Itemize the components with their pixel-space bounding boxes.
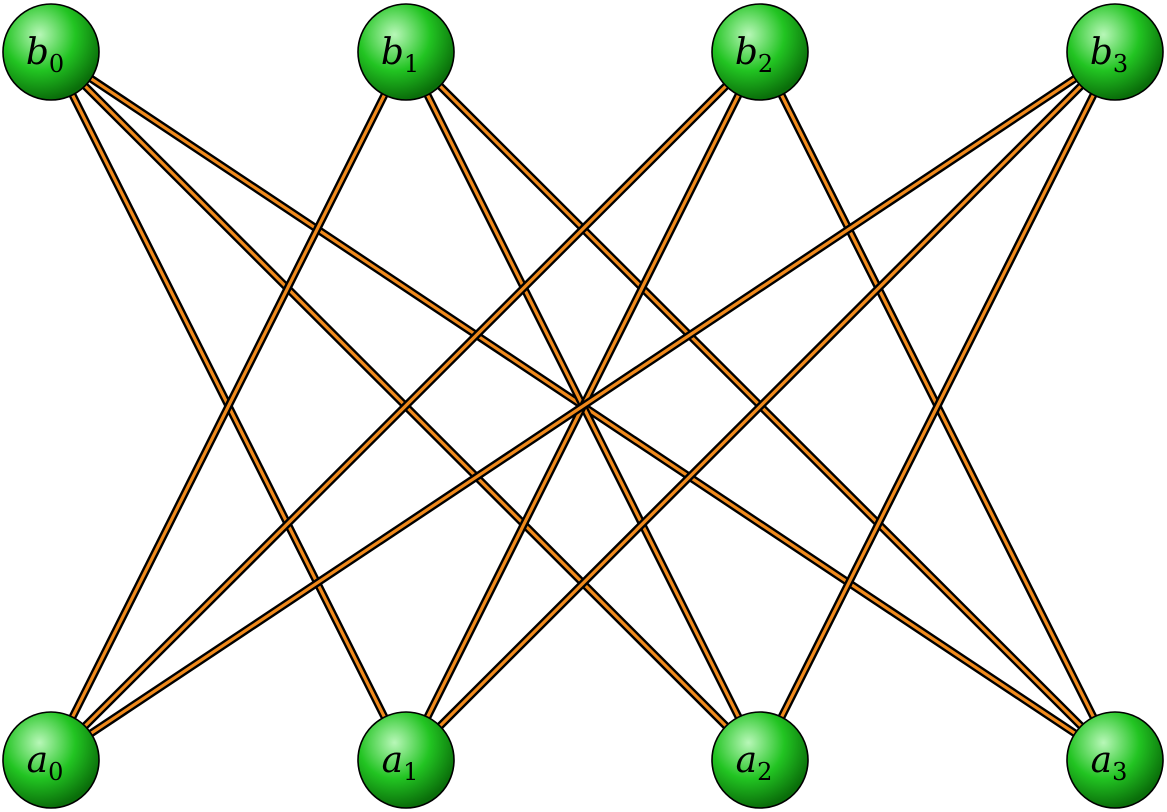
node-ball: [711, 711, 809, 809]
node-ball: [357, 3, 455, 101]
edge-core: [404, 50, 1117, 762]
node-ball: [2, 3, 100, 101]
node-letter: b: [1090, 32, 1113, 73]
edges-layer: [47, 48, 1119, 764]
node-label: b2: [735, 32, 773, 78]
node-letter: b: [26, 32, 49, 73]
edge-b3-a0: [48, 48, 1118, 764]
node-ball: [1066, 711, 1164, 809]
node-a2: a2: [711, 711, 809, 809]
node-a0: a0: [2, 711, 100, 809]
node-subscript: 1: [403, 758, 418, 786]
node-letter: a: [382, 740, 403, 781]
edge-core: [758, 51, 1117, 761]
node-label: b0: [26, 32, 64, 78]
node-b0: b0: [2, 3, 100, 101]
edge-core: [50, 50, 1116, 762]
node-ball: [711, 3, 809, 101]
edge-b3-a1: [403, 49, 1118, 763]
edge-b3-a2: [756, 50, 1119, 762]
node-subscript: 0: [48, 758, 63, 786]
node-letter: b: [381, 32, 404, 73]
node-b1: b1: [357, 3, 455, 101]
node-b3: b3: [1066, 3, 1164, 101]
node-subscript: 2: [758, 50, 773, 78]
node-label: a0: [27, 740, 64, 786]
edge-b2-a0: [48, 49, 763, 763]
node-subscript: 1: [404, 50, 419, 78]
node-letter: a: [736, 740, 757, 781]
node-label: a3: [1091, 740, 1128, 786]
node-subscript: 3: [1113, 50, 1128, 78]
node-letter: b: [735, 32, 758, 73]
edge-b1-a0: [47, 50, 410, 762]
node-ball: [1066, 3, 1164, 101]
node-label: a1: [382, 740, 419, 786]
node-subscript: 2: [757, 758, 772, 786]
node-subscript: 3: [1112, 758, 1127, 786]
node-letter: a: [1091, 740, 1112, 781]
node-subscript: 0: [49, 50, 64, 78]
node-label: b3: [1090, 32, 1128, 78]
node-a1: a1: [357, 711, 455, 809]
node-label: a2: [736, 740, 773, 786]
node-ball: [357, 711, 455, 809]
node-ball: [2, 711, 100, 809]
edge-core: [49, 51, 408, 761]
edge-core: [49, 50, 762, 762]
node-letter: a: [27, 740, 48, 781]
node-b2: b2: [711, 3, 809, 101]
node-a3: a3: [1066, 711, 1164, 809]
node-label: b1: [381, 32, 419, 78]
